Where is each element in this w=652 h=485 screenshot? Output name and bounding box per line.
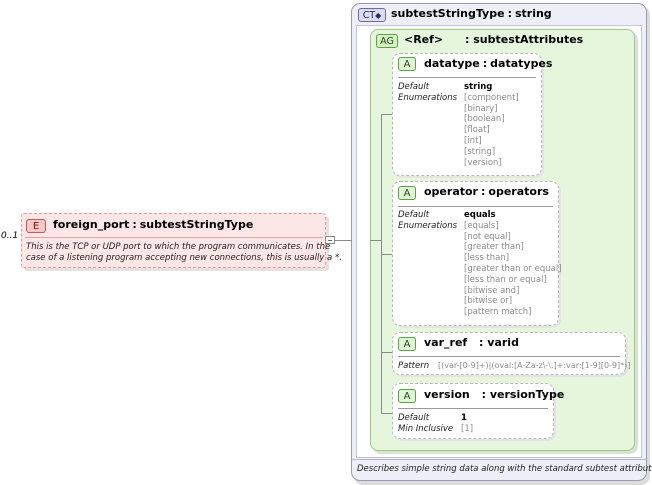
expand-toggle-icon[interactable] <box>325 236 335 244</box>
var-ref-pattern-label: Pattern <box>398 361 430 371</box>
datatype-default-label: Default <box>398 82 430 92</box>
version-header: version : versionType <box>424 388 564 401</box>
complex-type-name: subtestStringType <box>391 7 505 20</box>
datatype-enum: [boolean] <box>464 114 505 125</box>
complex-type-base: string <box>514 7 552 20</box>
datatype-enumerations-label: Enumerations <box>398 92 458 103</box>
complex-type-header[interactable]: subtestStringType:string <box>391 7 552 20</box>
operator-enum: [greater than] <box>464 242 524 253</box>
datatype-header: datatype:datatypes <box>424 57 553 70</box>
operator-enum: [greater than or equal] <box>464 263 562 274</box>
datatype-type: datatypes <box>490 57 553 70</box>
branch-datatype <box>381 114 392 115</box>
operator-header: operator:operators <box>424 185 549 198</box>
var-ref-type-wrap: : varid <box>479 336 519 349</box>
expand-toggle-minus <box>328 240 332 241</box>
element-type: subtestStringType <box>139 218 254 231</box>
element-header: foreign_port:subtestStringType <box>53 218 254 231</box>
attribute-operator[interactable] <box>392 181 559 326</box>
branch-operator <box>381 254 392 255</box>
branch-var-ref <box>381 352 392 353</box>
operator-enum: [bitwise or] <box>464 296 513 307</box>
group-to-parent-connector <box>370 240 382 241</box>
attribute-version[interactable] <box>392 383 554 439</box>
version-attribute-badge-icon: A <box>398 389 416 403</box>
var-ref-attribute-badge-icon: A <box>398 337 416 351</box>
operator-enum: [less than] <box>464 253 510 264</box>
version-default-value: 1 <box>461 413 467 423</box>
operator-enum: [bitwise and] <box>464 285 520 296</box>
datatype-divider <box>398 77 536 78</box>
var-ref-divider <box>398 356 620 357</box>
element-documentation: This is the TCP or UDP port to which the… <box>26 242 342 263</box>
var-ref-header: var_ref : varid <box>424 336 519 349</box>
operator-values: equals [equals] [not equal] [greater tha… <box>464 210 562 318</box>
var-ref-type: varid <box>487 336 519 349</box>
version-divider <box>398 408 548 409</box>
element-doc-line-1: This is the TCP or UDP port to which the… <box>26 242 331 252</box>
element-badge-icon: E <box>26 219 46 233</box>
attribute-var-ref[interactable] <box>392 332 626 375</box>
version-type-wrap: : versionType <box>481 388 565 401</box>
operator-default-label: Default <box>398 210 430 220</box>
datatype-enum: [float] <box>464 125 490 136</box>
element-box[interactable] <box>21 213 326 268</box>
datatype-values: string [component] [binary] [boolean] [f… <box>464 82 519 168</box>
operator-enum: [less than or equal] <box>464 274 547 285</box>
attribute-group-badge-icon: AG <box>376 34 398 48</box>
version-values: 1 [1] <box>461 413 473 435</box>
datatype-attribute-badge-icon: A <box>398 57 416 71</box>
operator-enum: [pattern match] <box>464 307 532 318</box>
group-tree-trunk <box>381 114 382 414</box>
datatype-enum: [version] <box>464 157 502 168</box>
operator-name: operator <box>424 185 478 198</box>
operator-enum: [not equal] <box>464 231 511 242</box>
element-occurrence: 0..1 <box>1 231 19 241</box>
operator-divider <box>398 206 553 207</box>
operator-type: operators <box>488 185 549 198</box>
attribute-group-header[interactable]: <Ref> : subtestAttributes <box>404 33 583 46</box>
datatype-enum: [string] <box>464 146 496 157</box>
datatype-enum: [int] <box>464 135 482 146</box>
var-ref-name: var_ref <box>424 336 468 349</box>
var-ref-pattern: [(var-[0-9]+)|(oval:[A-Za-z\-\.]+:var:[1… <box>438 361 631 370</box>
attribute-datatype[interactable] <box>392 53 542 176</box>
element-divider <box>25 237 323 238</box>
element-doc-line-2: case of a listening program accepting ne… <box>26 252 342 263</box>
version-min-inclusive-label: Min Inclusive <box>398 423 454 434</box>
version-type: versionType <box>489 388 565 401</box>
version-min-inclusive-value: [1] <box>461 423 474 434</box>
element-name: foreign_port <box>53 218 130 231</box>
version-name: version <box>424 388 470 401</box>
datatype-enum: [component] <box>464 92 519 103</box>
element-to-type-connector <box>335 240 352 241</box>
attribute-group-name: <Ref> <box>404 33 444 46</box>
complex-type-documentation: Describes simple string data along with … <box>357 464 652 474</box>
complex-type-badge-icon: CT◆ <box>358 8 386 22</box>
operator-enumerations-label: Enumerations <box>398 220 458 231</box>
complex-type-footer-divider <box>352 459 646 460</box>
attribute-group-type: : subtestAttributes <box>465 33 584 46</box>
datatype-name: datatype <box>424 57 480 70</box>
branch-version <box>381 413 392 414</box>
version-default-label: Default <box>398 413 430 423</box>
operator-attribute-badge-icon: A <box>398 186 416 200</box>
operator-default-value: equals <box>464 210 496 220</box>
datatype-default-value: string <box>464 82 493 92</box>
datatype-enum: [binary] <box>464 103 498 114</box>
operator-enum: [equals] <box>464 220 499 231</box>
